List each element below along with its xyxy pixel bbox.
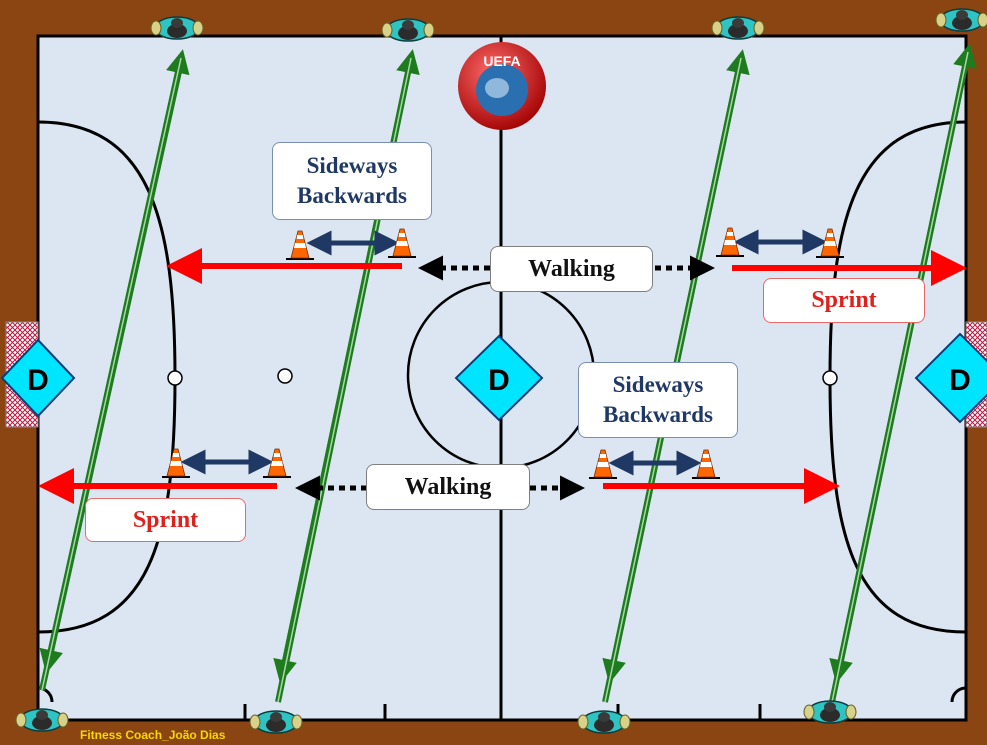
logo-text: UEFA: [483, 53, 520, 69]
defender-label: D: [949, 364, 971, 397]
sideways-label-line2: Backwards: [603, 402, 713, 427]
penalty-spot-right: [822, 370, 838, 386]
author-credit: Fitness Coach_João Dias: [80, 728, 226, 742]
walking-label-top: Walking: [490, 246, 653, 292]
sideways-label-line2: Backwards: [297, 183, 407, 208]
defender-right: D: [914, 332, 987, 424]
defender-label: D: [27, 364, 49, 397]
player-icon: [935, 8, 987, 32]
sprint-label-right: Sprint: [763, 278, 925, 323]
uefa-logo: UEFA: [458, 42, 546, 130]
defender-left: D: [0, 338, 76, 418]
sideways-label-line1: Sideways: [612, 372, 704, 397]
walking-arrows: [295, 255, 715, 501]
sideways-backwards-label-top: Sideways Backwards: [272, 142, 432, 220]
sideways-label-line1: Sideways: [306, 153, 398, 178]
defenders: D D D: [0, 332, 987, 424]
walking-label-bottom: Walking: [366, 464, 530, 510]
sprint-label-left: Sprint: [85, 498, 246, 542]
penalty-spot-left: [167, 370, 183, 386]
second-penalty-spot: [277, 368, 293, 384]
sideways-arrows: [180, 229, 828, 476]
defender-center: D: [454, 334, 544, 422]
defender-label: D: [488, 364, 510, 397]
sprint-arrows: [38, 248, 967, 504]
sideways-backwards-label-bottom: Sideways Backwards: [578, 362, 738, 438]
